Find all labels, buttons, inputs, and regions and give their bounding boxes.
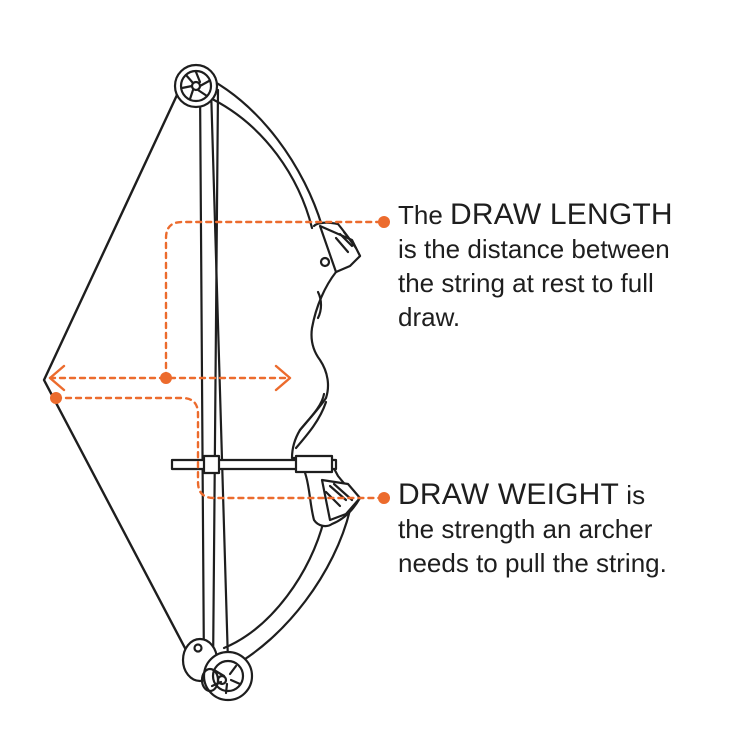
draw-length-dot-start xyxy=(160,372,172,384)
grip-lower-block xyxy=(320,478,362,522)
draw-length-dot-end xyxy=(378,216,390,228)
arrow-rest-bar xyxy=(170,458,338,471)
draw-weight-dot-start xyxy=(50,392,62,404)
draw-weight-leader xyxy=(54,396,386,500)
grip-contour xyxy=(294,392,328,450)
grip-upper-block xyxy=(318,224,362,274)
cable-2 xyxy=(209,86,230,664)
draw-weight-callout: DRAW WEIGHT is the strength an archer ne… xyxy=(398,478,738,580)
arrow-rest-clip xyxy=(202,454,221,475)
draw-weight-dot-end xyxy=(378,492,390,504)
draw-length-line-2: the string at rest to full xyxy=(398,268,654,298)
lower-limb xyxy=(228,508,352,670)
draw-weight-line-2: needs to pull the string. xyxy=(398,548,667,578)
grip-ridges-upper xyxy=(334,230,358,254)
draw-weight-term: DRAW WEIGHT xyxy=(398,478,620,511)
draw-length-callout: The DRAW LENGTH is the distance between … xyxy=(398,198,738,334)
draw-weight-line-1: the strength an archer xyxy=(398,514,653,544)
bow-string xyxy=(42,78,188,652)
draw-weight-heading: DRAW WEIGHT is xyxy=(398,478,738,512)
upper-limb xyxy=(194,70,324,228)
draw-length-line-1: is the distance between xyxy=(398,234,670,264)
draw-weight-suffix: is xyxy=(619,480,646,510)
draw-length-arrow-left-head xyxy=(48,364,66,392)
cable-3 xyxy=(211,88,220,674)
arrow-rest-mount xyxy=(294,454,334,474)
draw-length-leader xyxy=(164,220,386,380)
draw-length-line-3: draw. xyxy=(398,302,461,332)
lower-cam xyxy=(181,637,254,702)
draw-length-prefix: The xyxy=(398,200,451,230)
grip-inner xyxy=(316,290,323,320)
draw-length-term: DRAW LENGTH xyxy=(450,198,673,231)
draw-length-heading: The DRAW LENGTH xyxy=(398,198,738,232)
draw-length-arrow-right-head xyxy=(274,364,292,392)
lower-limb-inner xyxy=(222,518,326,650)
grip-hole xyxy=(319,256,331,268)
upper-cam xyxy=(173,63,219,109)
upper-limb-inner xyxy=(204,94,314,230)
